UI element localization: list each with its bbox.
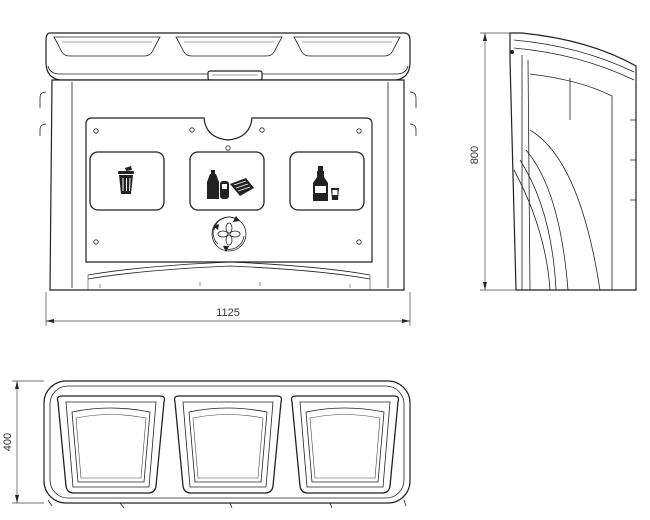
glass-bottle-icon: [313, 166, 339, 201]
width-label: 1125: [216, 307, 240, 319]
depth-dimension: 400: [2, 380, 44, 504]
width-dimension: 1125: [45, 292, 411, 326]
front-view: [39, 32, 417, 291]
compartment-window-left: [89, 151, 165, 211]
top-view-openings: [56, 395, 400, 494]
compartment-window-right: [289, 151, 365, 211]
panel-screws: [93, 127, 362, 245]
trash-bin-icon: [118, 166, 134, 194]
bottles-and-paper-icon: [207, 170, 254, 199]
height-dimension: 800: [469, 32, 516, 291]
height-label: 800: [469, 146, 481, 164]
depth-label: 400: [2, 433, 14, 451]
side-view: [509, 32, 637, 291]
front-lid-openings: [53, 36, 401, 57]
recycling-icon: [211, 216, 247, 252]
top-view: [43, 380, 411, 509]
compartment-window-middle: [189, 151, 265, 211]
